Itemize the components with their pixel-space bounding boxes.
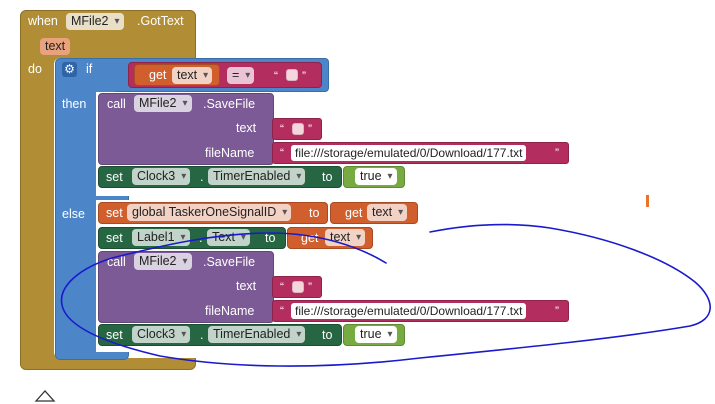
else-filename-arg-label: fileName bbox=[205, 304, 255, 318]
then-set-label: set bbox=[106, 170, 123, 184]
then-text-close-quote: ” bbox=[308, 122, 312, 136]
else-label-get-label: get bbox=[301, 231, 319, 245]
else-label-to-label: to bbox=[265, 231, 276, 245]
compare-open-quote: “ bbox=[274, 69, 278, 83]
else-call-label: call bbox=[107, 255, 126, 269]
then-filename-open-quote: “ bbox=[280, 146, 284, 160]
else-timer-set-label: set bbox=[106, 328, 123, 342]
else-bool-dropdown[interactable]: true bbox=[355, 326, 397, 343]
else-timer-to-label: to bbox=[322, 328, 333, 342]
else-global-var-dropdown[interactable]: global TaskerOneSignalID bbox=[127, 204, 292, 221]
else-text-close-quote: ” bbox=[308, 280, 312, 294]
else-timer-dot: . bbox=[200, 328, 204, 342]
compare-close-quote: ” bbox=[302, 69, 306, 83]
else-call-component-dropdown[interactable]: MFile2 bbox=[134, 253, 192, 270]
else-timer-property-dropdown[interactable]: TimerEnabled bbox=[208, 326, 306, 343]
compare-empty-string[interactable] bbox=[286, 69, 298, 81]
else-global-to-label: to bbox=[309, 206, 320, 220]
do-label: do bbox=[28, 62, 42, 76]
else-set-global-label: set bbox=[106, 206, 123, 220]
else-filename-close-quote: ” bbox=[555, 304, 559, 318]
then-dot: . bbox=[200, 170, 204, 184]
event-name: .GotText bbox=[137, 14, 184, 28]
compare-operator-dropdown[interactable]: = bbox=[227, 67, 255, 84]
else-filename-value[interactable]: file:///storage/emulated/0/Download/177.… bbox=[291, 303, 527, 319]
compare-get-var-dropdown[interactable]: text bbox=[172, 67, 213, 84]
compare-get-label: get bbox=[149, 68, 167, 82]
else-label: else bbox=[62, 207, 85, 221]
then-bool-dropdown[interactable]: true bbox=[355, 168, 397, 185]
then-clock-dropdown[interactable]: Clock3 bbox=[132, 168, 191, 185]
then-call-component-dropdown[interactable]: MFile2 bbox=[134, 95, 192, 112]
else-label-get-var-dropdown[interactable]: text bbox=[325, 229, 366, 246]
else-text-empty-string[interactable] bbox=[292, 281, 304, 293]
then-filename-value[interactable]: file:///storage/emulated/0/Download/177.… bbox=[291, 145, 527, 161]
else-global-get-label: get bbox=[345, 206, 363, 220]
when-label: when bbox=[28, 14, 58, 28]
triangle-up-icon[interactable] bbox=[34, 389, 56, 403]
workspace-marker bbox=[646, 195, 649, 207]
then-call-label: call bbox=[107, 97, 126, 111]
else-text-open-quote: “ bbox=[280, 280, 284, 294]
else-label-property-dropdown[interactable]: Text bbox=[207, 229, 250, 246]
if-divider bbox=[96, 196, 106, 200]
event-param-text[interactable]: text bbox=[40, 38, 71, 55]
event-component-dropdown[interactable]: MFile2 bbox=[66, 13, 124, 30]
else-call-method: .SaveFile bbox=[203, 255, 256, 269]
then-text-empty-string[interactable] bbox=[292, 123, 304, 135]
else-global-get-var-dropdown[interactable]: text bbox=[367, 204, 408, 221]
then-filename-close-quote: ” bbox=[555, 146, 559, 160]
else-clock-dropdown[interactable]: Clock3 bbox=[132, 326, 191, 343]
else-text-arg-label: text bbox=[236, 279, 257, 293]
else-label-component-dropdown[interactable]: Label1 bbox=[132, 229, 190, 246]
gear-icon[interactable]: ⚙ bbox=[62, 62, 77, 77]
then-text-open-quote: “ bbox=[280, 122, 284, 136]
then-label: then bbox=[62, 97, 87, 111]
else-filename-open-quote: “ bbox=[280, 304, 284, 318]
else-set-label-text-block[interactable] bbox=[98, 227, 286, 249]
else-label-set-label: set bbox=[106, 231, 123, 245]
else-label-dot: . bbox=[199, 231, 203, 245]
then-call-method: .SaveFile bbox=[203, 97, 256, 111]
then-filename-arg-label: fileName bbox=[205, 146, 255, 160]
then-to-label: to bbox=[322, 170, 333, 184]
then-text-arg-label: text bbox=[236, 121, 257, 135]
then-timer-property-dropdown[interactable]: TimerEnabled bbox=[208, 168, 306, 185]
if-label: if bbox=[86, 62, 93, 76]
